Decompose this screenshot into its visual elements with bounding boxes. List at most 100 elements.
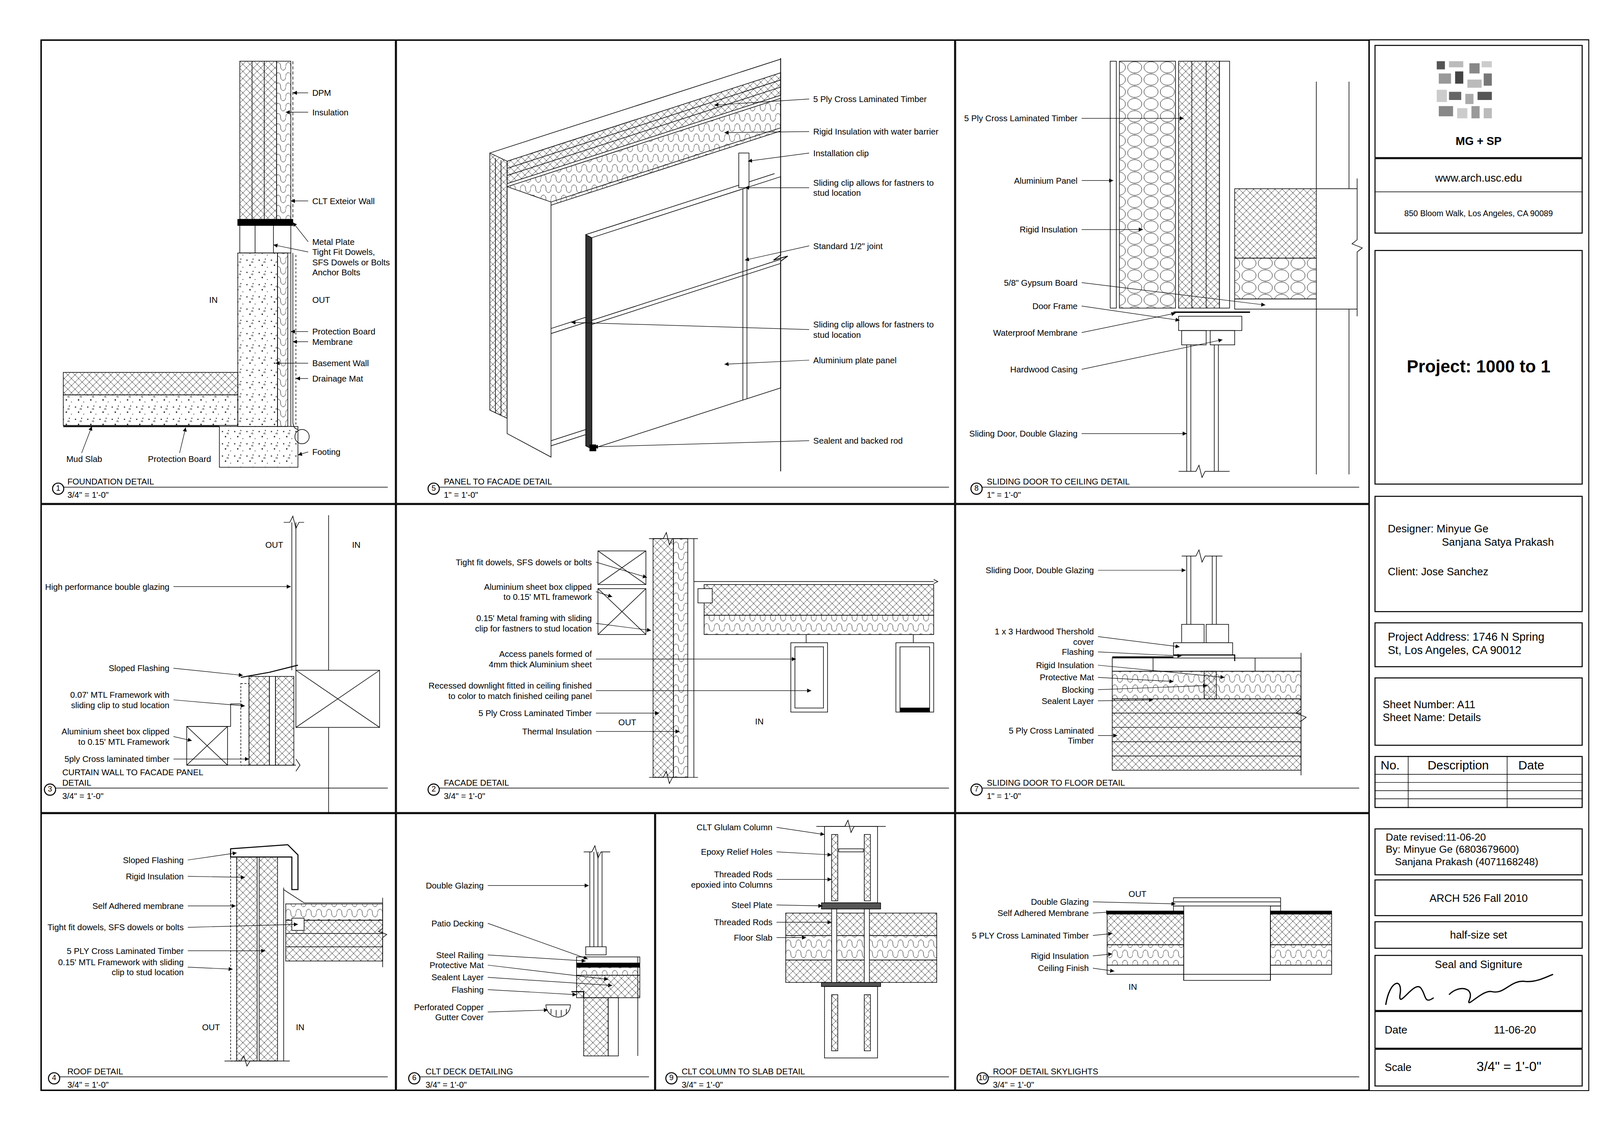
- leader-line: [290, 200, 309, 202]
- door-ceiling-drawing-part: [1181, 330, 1207, 345]
- callout-number: 9: [665, 1072, 678, 1085]
- foundation-drawing-part: [290, 252, 291, 427]
- leader-line: [776, 827, 825, 835]
- column-slab-drawing-part: [831, 995, 838, 1052]
- logo-mark-part: [1477, 91, 1492, 100]
- leader-line: [487, 955, 586, 962]
- leader-line: [571, 322, 810, 330]
- logo-mark-part: [1483, 108, 1493, 119]
- facade-drawing-part: [597, 588, 646, 635]
- logo-mark-part: [1471, 106, 1480, 119]
- deck-drawing-part: [593, 852, 595, 948]
- leader-line: [187, 967, 233, 970]
- leader-line: [595, 712, 660, 714]
- detail-scale: 3/4" = 1'-0": [67, 1079, 109, 1090]
- callout-label: Protection Board: [147, 454, 211, 465]
- leader-line: [275, 362, 308, 364]
- column-slab-drawing-part: [864, 995, 871, 1052]
- callout-number: 2: [427, 783, 440, 796]
- callout-label: Steel Plate: [731, 900, 773, 910]
- leader-line: [1097, 570, 1186, 571]
- panel-facade-drawing-part: [585, 234, 593, 449]
- leader-line: [724, 131, 810, 133]
- foundation-drawing-part: [255, 225, 256, 253]
- leader-line: [776, 852, 832, 855]
- facade-drawing-part: [673, 538, 688, 778]
- title-block-box: Project: 1000 to 1: [1374, 250, 1583, 485]
- leader-line: [1081, 340, 1223, 370]
- callout-label: Basement Wall: [312, 358, 369, 369]
- curtain-wall-drawing-part: [249, 676, 270, 766]
- foundation-drawing-part: [264, 61, 265, 220]
- door-ceiling-drawing-part: [1178, 465, 1230, 478]
- logo-mark-part: [1436, 61, 1445, 70]
- deck-drawing-part: [550, 1009, 567, 1017]
- detail-title: CURTAIN WALL TO FACADE PANEL DETAIL: [62, 767, 221, 788]
- leader-line: [1092, 968, 1115, 972]
- callout-number-text: 5: [428, 483, 439, 495]
- door-floor-drawing-part: [1112, 712, 1301, 714]
- leader-line: [173, 758, 249, 760]
- leader-line: [1081, 306, 1180, 321]
- leader-line: [1097, 665, 1225, 678]
- curtain-wall-drawing-part: [186, 726, 228, 766]
- leader-line: [1097, 677, 1174, 682]
- panel-facade-drawing-part: [742, 189, 743, 401]
- panel-facade-drawing-part: [507, 186, 551, 458]
- panel-facade-drawing-part: [495, 158, 496, 414]
- facade-drawing-part: [693, 581, 934, 582]
- callout-number: 10: [976, 1072, 989, 1085]
- callout-label: 5 Ply Cross Laminated Timber: [964, 113, 1078, 124]
- leader-line: [187, 924, 298, 928]
- facade-drawing-part: [597, 550, 646, 585]
- leader-line: [1081, 313, 1176, 333]
- side-label: IN: [209, 295, 218, 305]
- detail-scale: 1" = 1'-0": [986, 790, 1021, 801]
- door-ceiling-drawing-part: [1234, 188, 1317, 259]
- callout-label: Sloped Flashing: [122, 855, 184, 865]
- leader-line: [1081, 229, 1143, 230]
- column-slab-drawing-part: [785, 935, 937, 961]
- title-block-text: Sheet Name: Details: [1382, 711, 1481, 725]
- callout-label: Protective Mat: [429, 960, 484, 971]
- leader-line: [1081, 282, 1266, 305]
- callout-label: Metal Plate: [312, 236, 355, 247]
- door-ceiling-drawing-part: [1190, 345, 1191, 472]
- side-label: IN: [352, 540, 361, 550]
- callout-label: Sloped Flashing: [108, 663, 170, 674]
- door-ceiling-drawing-part: [1119, 61, 1176, 309]
- callout-label: Footing: [312, 447, 341, 458]
- curtain-wall-drawing-part: [291, 522, 293, 671]
- leader-line: [173, 668, 243, 676]
- callout-label: Steel Railing: [436, 950, 484, 960]
- door-floor-drawing-part: [1152, 658, 1154, 672]
- detail-panel: SLIDING DOOR TO FLOOR DETAIL1" = 1'-0"7: [955, 504, 1370, 814]
- logo-mark-part: [1483, 73, 1493, 86]
- facade-drawing-part: [805, 634, 807, 643]
- leader-line: [776, 905, 823, 906]
- callout-number: 8: [970, 482, 983, 495]
- facade-drawing-part: [704, 584, 934, 615]
- foundation-drawing-part: [237, 219, 293, 226]
- callout-label: Recessed downlight fitted in ceiling fin…: [423, 680, 592, 701]
- detail-scale: 1" = 1'-0": [986, 490, 1021, 500]
- title-block-text: Client: Jose Sanchez: [1387, 565, 1489, 579]
- skylight-drawing-part: [1173, 897, 1281, 907]
- callout-label: Double Glazing: [1030, 897, 1089, 908]
- roof-drawing-part: [285, 933, 383, 934]
- skylight-drawing-part: [1270, 911, 1332, 915]
- title-underline-part: [63, 487, 388, 488]
- leader-line: [595, 623, 651, 631]
- column-slab-drawing-part: [864, 834, 871, 901]
- leader-line: [776, 879, 832, 880]
- door-ceiling-drawing-part: [1110, 61, 1117, 309]
- callout-label: Sealent Layer: [431, 972, 484, 983]
- side-label: OUT: [618, 717, 637, 728]
- door-floor-drawing-part: [1190, 556, 1191, 625]
- sheet-frame: [40, 40, 1589, 1091]
- detail-panel: PANEL TO FACADE DETAIL1" = 1'-0"5: [395, 40, 955, 505]
- title-block-box: ARCH 526 Fall 2010: [1374, 879, 1583, 917]
- detail-panel: ROOF DETAIL SKYLIGHTS3/4" = 1'-0"10: [955, 813, 1370, 1091]
- door-ceiling-drawing-part: [1214, 345, 1215, 472]
- foundation-drawing-part: [219, 426, 299, 468]
